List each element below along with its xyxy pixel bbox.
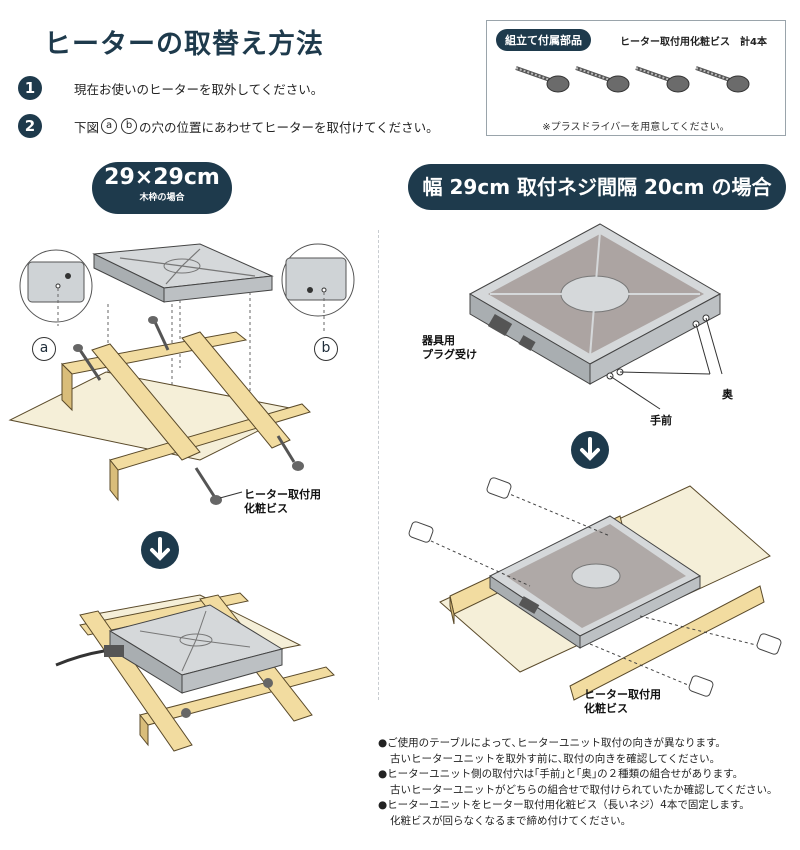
section-divider (378, 230, 379, 700)
left-screw-label-line1: ヒーター取付用 (244, 488, 321, 501)
note-line: 化粧ビスが回らなくなるまで締め付けてください。 (390, 814, 632, 827)
back-label: 奥 (722, 388, 733, 401)
step-prefix: 下図 (74, 119, 100, 135)
right-screw-label-line2: 化粧ビス (584, 702, 628, 715)
right-screw-label-line1: ヒーター取付用 (584, 688, 661, 701)
note-line: 古いヒーターユニットがどちらの組合せで取付けられていたか確認してください。 (390, 783, 778, 796)
parts-badge: 組立て付属部品 (496, 29, 591, 51)
front-label: 手前 (650, 414, 672, 427)
right-screw-label: ヒーター取付用 化粧ビス (584, 688, 661, 716)
step-text: 現在お使いのヒーターを取外してください。 (74, 81, 324, 97)
left-frame-exploded-illustration (8, 243, 355, 505)
step-2: 2 下図 a b の穴の位置にあわせてヒーターを取付けてください。 (18, 114, 439, 138)
plug-label-line1: 器具用 (422, 334, 455, 347)
note-line: 古いヒーターユニットを取外す前に､取付の向きを確認してください。 (390, 752, 721, 765)
note-line: ●ヒーターユニット側の取付穴は｢手前｣と｢奥｣の２種類の組合せがあります。 (378, 768, 744, 780)
left-screw-label: ヒーター取付用 化粧ビス (244, 488, 321, 516)
parts-description: ヒーター取付用化粧ビス 計4本 (620, 37, 767, 48)
left-frame-installed-illustration (55, 592, 335, 752)
parts-box (486, 20, 786, 136)
notes: ●ご使用のテーブルによって､ヒーターユニット取付の向きが異なります。 古いヒータ… (378, 736, 798, 829)
left-size-sub: 木枠の場合 (139, 193, 185, 203)
right-installed-illustration (408, 477, 782, 701)
step-suffix: の穴の位置にあわせてヒーターを取付けてください。 (139, 119, 439, 135)
step-number: 1 (18, 76, 42, 100)
plug-label-line2: プラグ受け (422, 348, 477, 361)
note-line: ●ヒーターユニットをヒーター取付用化粧ビス（長いネジ）4本で固定します。 (378, 799, 750, 811)
right-heater-illustration (468, 223, 723, 410)
note-line: ●ご使用のテーブルによって､ヒーターユニット取付の向きが異なります。 (378, 737, 726, 749)
screw-set-illustration (515, 66, 751, 94)
parts-note: ※プラスドライバーを用意してください。 (542, 122, 730, 133)
left-screw-label-line2: 化粧ビス (244, 502, 288, 515)
left-size-badge: 29×29cm 木枠の場合 (92, 162, 232, 214)
callout-b: b (314, 337, 338, 361)
step-number: 2 (18, 114, 42, 138)
right-heading-badge: 幅 29cm 取付ネジ間隔 20cm の場合 (408, 164, 786, 210)
mark-a: a (101, 118, 118, 134)
plug-receptacle-label: 器具用 プラグ受け (422, 334, 477, 362)
right-down-arrow-icon (571, 431, 609, 469)
left-size: 29×29cm (104, 165, 220, 190)
step-1: 1 現在お使いのヒーターを取外してください。 (18, 76, 323, 100)
left-down-arrow-icon (141, 531, 179, 569)
mark-b: b (121, 118, 138, 134)
callout-a: a (32, 337, 56, 361)
page-title: ヒーターの取替え方法 (44, 29, 324, 60)
